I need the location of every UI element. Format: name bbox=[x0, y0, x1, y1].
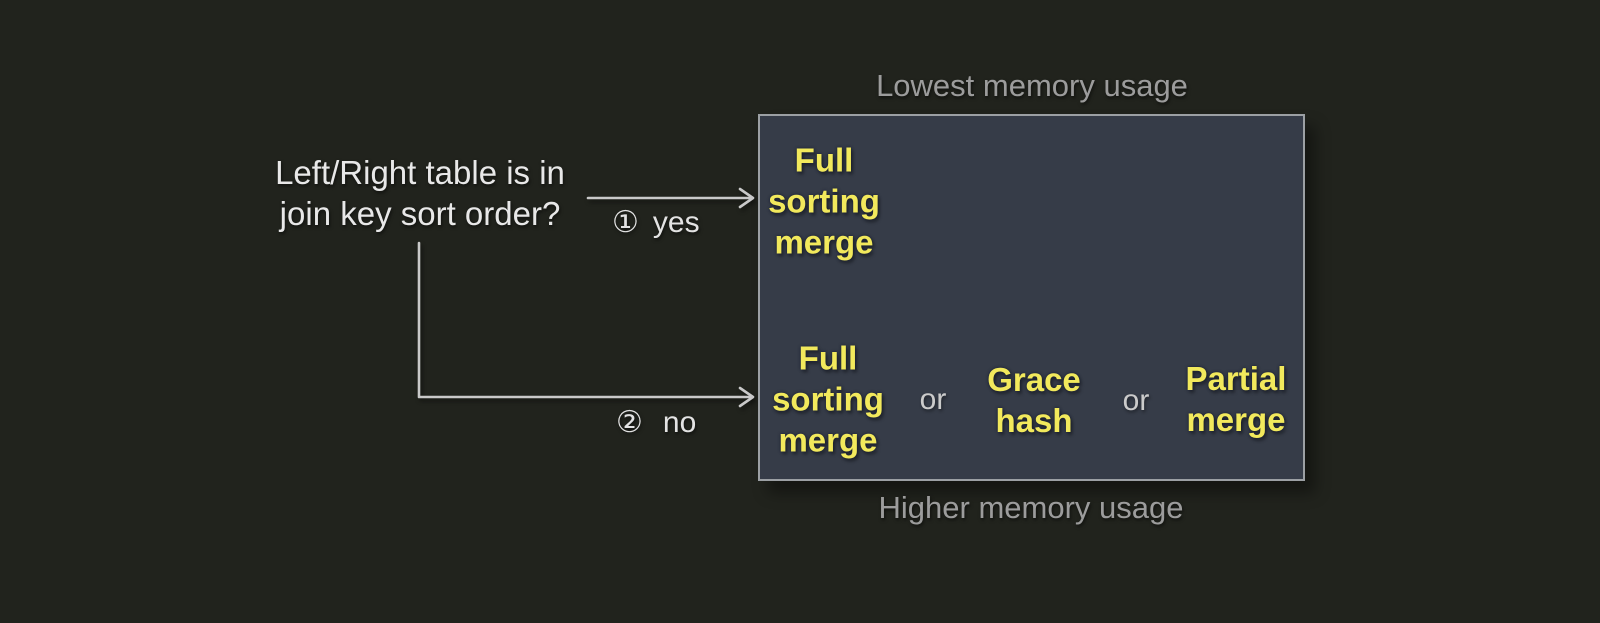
algorithm-partial-merge: Partial merge bbox=[1185, 360, 1287, 438]
lowest-memory-caption: Lowest memory usage bbox=[876, 68, 1188, 103]
algorithm-full-sorting-merge-unsorted: Full sorting merge bbox=[772, 339, 884, 459]
circled-two-icon: ② bbox=[616, 406, 643, 439]
no-arrow-head bbox=[738, 386, 755, 408]
branch-label-no: ② no bbox=[616, 406, 696, 440]
algorithm-grace-hash: Grace hash bbox=[987, 361, 1081, 439]
question-line-2: join key sort order? bbox=[279, 195, 561, 232]
higher-memory-caption: Higher memory usage bbox=[878, 490, 1184, 525]
no-branch-line bbox=[417, 241, 752, 399]
algorithm-full-sorting-merge-sorted: Full sorting merge bbox=[768, 141, 880, 261]
or-separator-2: or bbox=[1122, 384, 1150, 417]
branch-label-yes: ① yes bbox=[612, 206, 700, 240]
circled-one-icon: ① bbox=[612, 206, 639, 239]
branch-no-text: no bbox=[662, 406, 697, 439]
algorithms-box: Full sorting merge Full sorting merge or… bbox=[758, 114, 1305, 481]
or-separator-1: or bbox=[919, 383, 947, 416]
question-text: Left/Right table is in join key sort ord… bbox=[275, 152, 565, 234]
question-line-1: Left/Right table is in bbox=[275, 154, 565, 191]
yes-arrow-head bbox=[738, 187, 755, 209]
branch-yes-text: yes bbox=[652, 206, 700, 239]
